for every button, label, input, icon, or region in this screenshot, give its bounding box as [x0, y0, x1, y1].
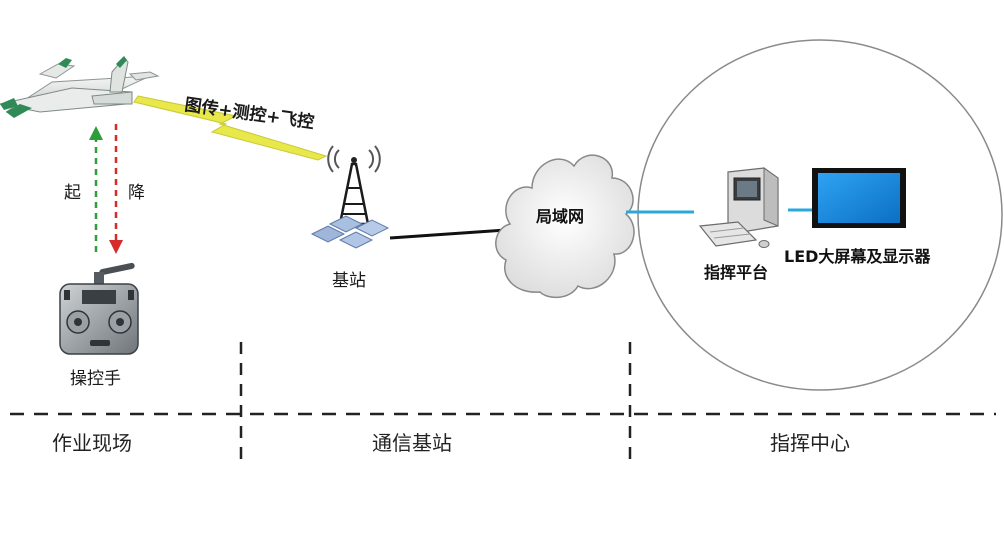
- zone-label-comm: 通信基站: [372, 431, 452, 455]
- zone-label-command: 指挥中心: [770, 431, 850, 455]
- led-monitor-icon: [812, 168, 906, 228]
- landing-label: 降: [128, 183, 145, 203]
- wireless-link: [133, 95, 328, 161]
- landing-arrow: [109, 124, 123, 254]
- desktop-computer-icon: [698, 167, 779, 248]
- link-label: 图传+测控+飞控: [183, 94, 315, 133]
- command-platform-label: 指挥平台: [704, 263, 768, 282]
- lan-label: 局域网: [536, 207, 584, 226]
- takeoff-arrow: [89, 126, 103, 252]
- takeoff-label: 起: [64, 183, 81, 203]
- cell-tower-icon: [310, 145, 390, 249]
- uav-icon: [0, 56, 160, 118]
- remote-controller-icon: [59, 262, 139, 355]
- base-station-label: 基站: [332, 271, 366, 291]
- zone-label-field: 作业现场: [52, 431, 132, 455]
- command-center-boundary: [637, 39, 1003, 391]
- wired-link: [389, 228, 507, 240]
- cloud-icon: [495, 154, 635, 299]
- operator-label: 操控手: [70, 369, 121, 389]
- led-display-label: LED大屏幕及显示器: [784, 247, 931, 266]
